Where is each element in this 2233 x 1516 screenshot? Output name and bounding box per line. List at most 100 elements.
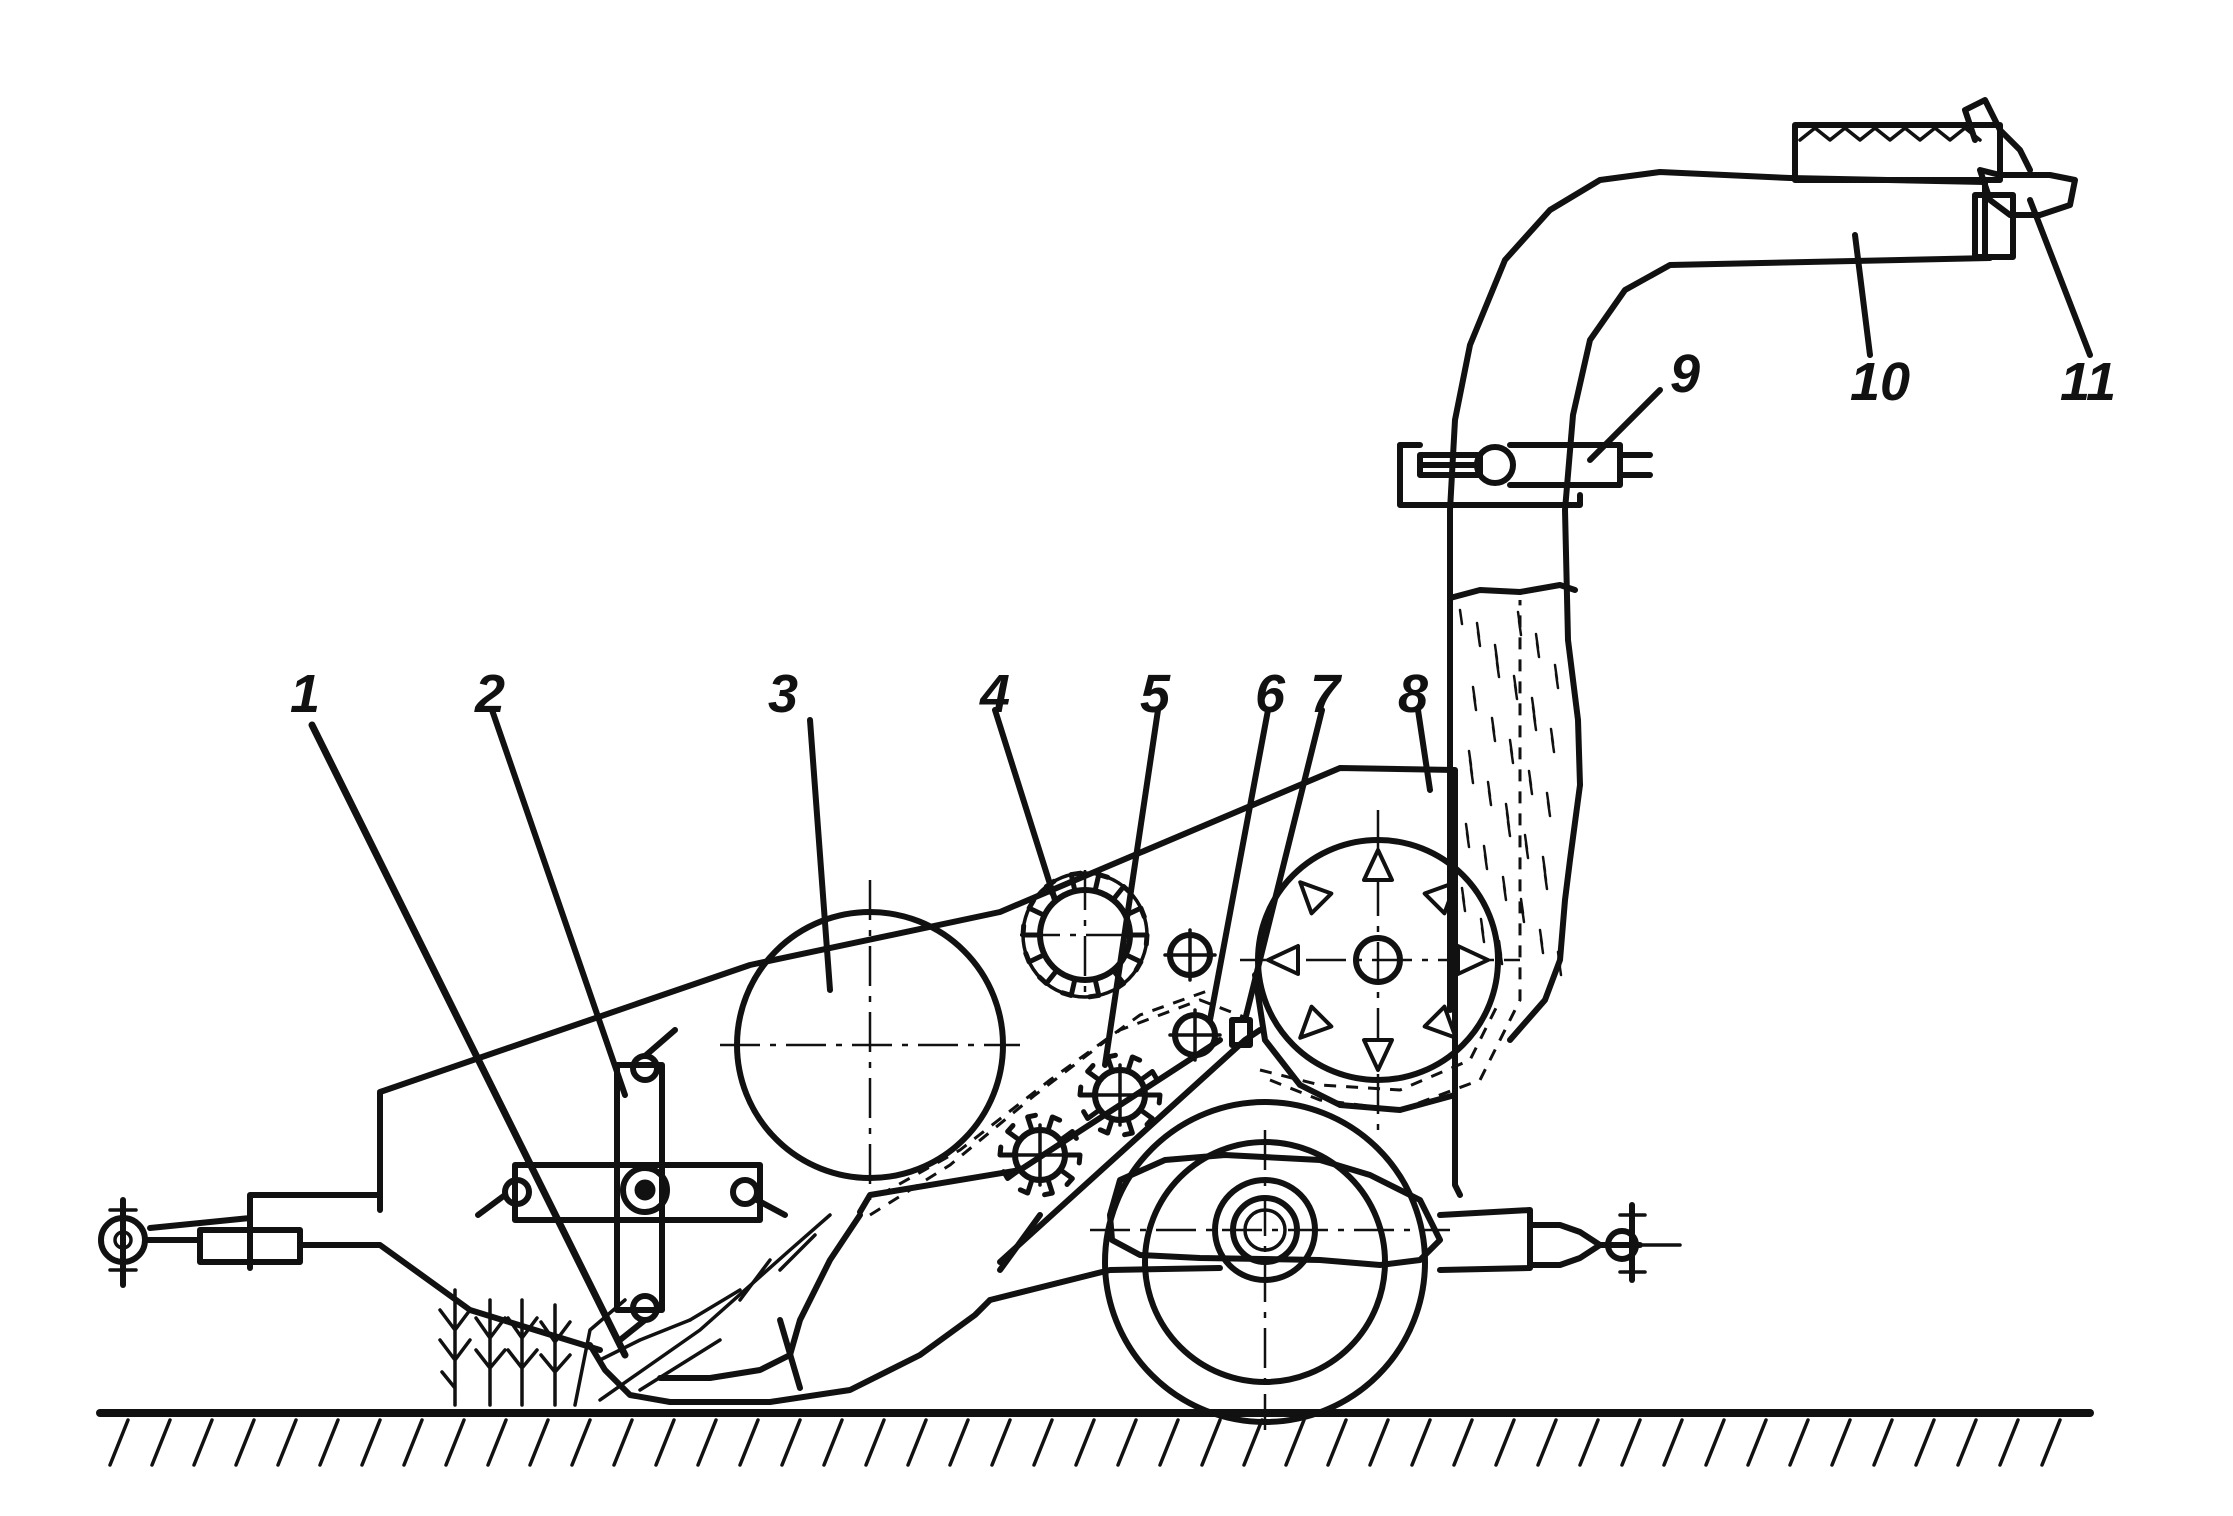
ground-hatch-mark [444,1418,466,1467]
flow-streak [1538,928,1544,946]
flow-streak [1527,769,1533,787]
flow-streak [1479,917,1485,935]
roller-tooth [997,1144,1016,1158]
ground-hatch-mark [1368,1418,1390,1467]
ground-hatch-mark [570,1418,592,1467]
flow-streak [1493,643,1499,661]
roller-tooth [1020,923,1040,938]
roller-tooth [1045,1114,1063,1132]
flow-streak [1512,674,1518,692]
drum-blade [1298,880,1334,916]
roller-tooth [1087,979,1102,1000]
ground-hatch-mark [528,1418,550,1467]
ground-hatch-mark [1158,1418,1180,1467]
drum-blade [1422,1004,1458,1040]
roller-tooth [1139,1068,1159,1082]
roller-tooth [1077,1084,1096,1098]
drum-blade [1362,1038,1394,1072]
flow-streak [1549,727,1555,745]
ground-hatch-mark [1200,1418,1222,1467]
roller-tooth [1042,1178,1055,1198]
roller-tooth [1026,897,1045,917]
roller-tooth [1081,1108,1101,1122]
ground-hatch-mark [150,1418,172,1467]
feed-roller-5 [997,1052,1163,1198]
ground-hatch-mark [612,1418,634,1467]
drum-blade [1266,944,1300,976]
roller-6 [1163,928,1222,1062]
drum-blade [1362,848,1394,882]
ground-hatch-mark [1662,1418,1684,1467]
roller-tooth [1144,1092,1163,1106]
ground-hatch-mark [1536,1418,1558,1467]
callout-labels: 1 2 3 4 5 6 7 8 9 10 11 [290,344,2116,724]
flow-streak [1556,950,1562,968]
callout-5: 5 [1140,664,1171,724]
ground [96,1409,2094,1467]
ground-hatch-mark [906,1418,928,1467]
roller-tooth [1059,979,1077,998]
flow-streak [1545,791,1551,809]
ground-hatch-mark [1410,1418,1432,1467]
roller-tooth [1025,1112,1038,1132]
roller-tooth [1122,1118,1135,1138]
material-flow [869,600,1522,1217]
callout-7: 7 [1310,664,1343,724]
ground-hatch-mark [1788,1418,1810,1467]
ground-hatch-mark [654,1418,676,1467]
rear-hitch [1605,1202,1682,1283]
ground-hatch-mark [1452,1418,1474,1467]
roller-tooth [1059,1168,1075,1187]
ground-hatch-mark [1704,1418,1726,1467]
ground-hatch-mark [1578,1418,1600,1467]
ground-hatch-mark [696,1418,718,1467]
roller-tooth [1005,1123,1021,1142]
ground-hatch-mark [192,1418,214,1467]
flow-streak [1534,632,1540,650]
ground-hatch-mark [948,1418,970,1467]
ground-hatch-mark [1326,1418,1348,1467]
ground-hatch-mark [1830,1418,1852,1467]
flow-streak [1486,780,1492,798]
roller-tooth [1093,872,1111,891]
flow-streak [1501,875,1507,893]
ground-hatch-mark [1032,1418,1054,1467]
flow-streak [1467,749,1473,767]
ground-hatch-mark [1746,1418,1768,1467]
flow-streak [1519,897,1525,915]
ground-hatch-mark [108,1418,130,1467]
wheel [1090,1099,1450,1430]
callout-3: 3 [768,664,798,724]
flow-streak [1458,608,1464,626]
ground-hatch-mark [822,1418,844,1467]
flow-streak [1541,855,1547,873]
hydraulic-cylinder-9 [1397,442,1653,508]
flow-streak [1516,610,1522,628]
roller-tooth [1001,1168,1021,1182]
callout-10: 10 [1850,352,1910,412]
ground-hatch-mark [1998,1418,2020,1467]
flow-streak [1460,886,1466,904]
ground-hatch-mark [486,1418,508,1467]
front-hitch [98,1197,203,1288]
roller-tooth [1037,970,1058,986]
roller-tooth [1125,1054,1143,1072]
drum-3 [720,880,1020,1200]
flow-streak [1530,696,1536,714]
roller-tooth [1125,905,1147,920]
ground-hatch-mark [1956,1418,1978,1467]
ground-hatch-mark [1620,1418,1642,1467]
ground-hatch-mark [1872,1418,1894,1467]
ground-hatch-mark [1074,1418,1096,1467]
ground-hatch-mark [864,1418,886,1467]
ground-hatch-mark [2040,1418,2062,1467]
pickup-reel [475,1027,788,1343]
cutting-drum-8 [1240,810,1520,1140]
flow-streak [1553,663,1559,681]
flow-streak [1508,738,1514,756]
roller-tooth [1068,870,1083,891]
roller-tooth [1097,1118,1115,1136]
crop-plants [438,1213,832,1407]
roller-tooth [1130,932,1150,947]
